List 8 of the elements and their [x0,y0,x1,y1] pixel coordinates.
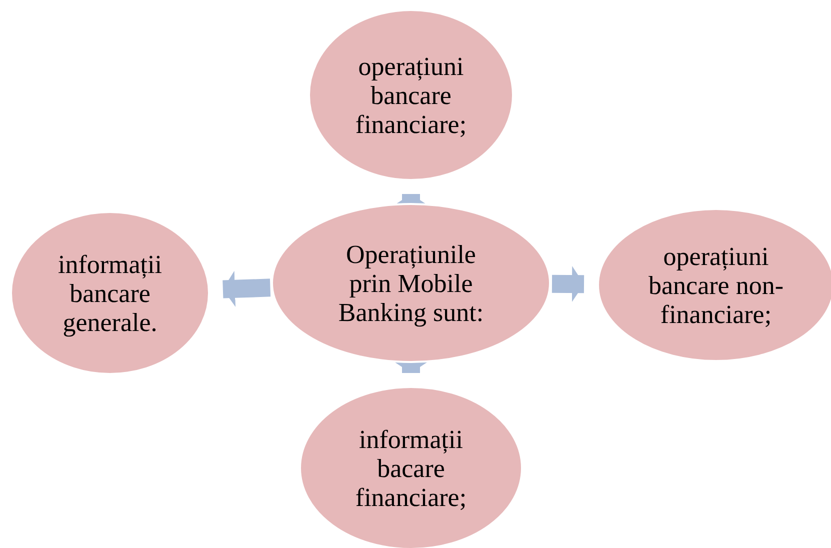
block-arrow [222,270,271,307]
node-text: operațiuni bancare financiare; [354,52,468,138]
node-text: informații bancare generale. [57,250,163,336]
node-text: Operațiunile prin Mobile Banking sunt: [337,240,485,326]
node-text: operațiuni bancare non-financiare; [648,242,784,328]
block-arrow [552,266,584,302]
block-arrow [393,361,429,373]
node-text: informații bacare financiare; [354,424,468,512]
